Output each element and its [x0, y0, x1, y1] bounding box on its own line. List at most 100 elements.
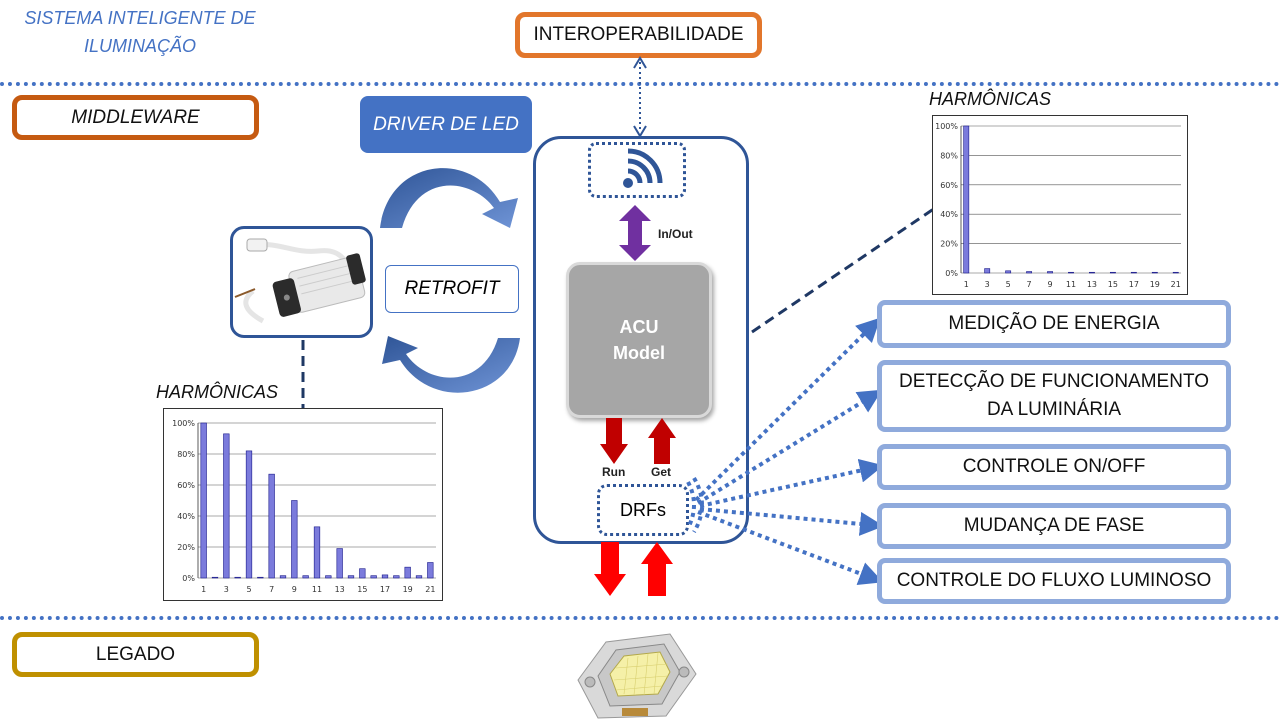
- run-label: Run: [602, 465, 626, 479]
- legacy-box: LEGADO: [12, 632, 259, 677]
- in-out-arrow-icon: [619, 205, 651, 261]
- x-tick-label: 19: [403, 585, 413, 594]
- x-tick-label: 21: [425, 585, 435, 594]
- down-red-arrow-icon: [594, 542, 626, 596]
- harmonic-bar: [268, 473, 275, 579]
- led-driver-device-icon: [234, 238, 366, 324]
- x-tick-label: 7: [1027, 280, 1032, 289]
- harmonic-bar: [211, 576, 219, 579]
- harmonic-bar: [223, 433, 230, 579]
- x-tick-label: 9: [1048, 280, 1053, 289]
- harmonic-bar: [257, 576, 264, 579]
- harmonic-bar: [415, 575, 423, 579]
- harmonic-bar: [1172, 271, 1179, 274]
- function-luminaire-detection: DETECÇÃO DE FUNCIONAMENTO DA LUMINÁRIA: [877, 360, 1231, 432]
- diagram-title: SISTEMA INTELIGENTE DE ILUMINAÇÃO: [24, 8, 256, 56]
- x-tick-label: 15: [1108, 280, 1118, 289]
- y-tick-label: 40%: [177, 512, 195, 521]
- x-tick-label: 3: [985, 280, 990, 289]
- x-tick-label: 5: [246, 585, 251, 594]
- acu-panel: [533, 136, 749, 544]
- harmonic-bar: [1068, 271, 1074, 274]
- retrofit-cycle-arrows: [380, 168, 520, 393]
- retrofit-box: RETROFIT: [385, 265, 519, 313]
- function-energy-measurement: MEDIÇÃO DE ENERGIA: [877, 300, 1231, 348]
- get-label: Get: [651, 465, 672, 479]
- x-tick-label: 7: [269, 585, 274, 594]
- legacy-io-arrows: [594, 542, 673, 596]
- harmonic-bar: [279, 575, 287, 579]
- led-chip-image: [577, 633, 697, 719]
- x-tick-label: 5: [1006, 280, 1011, 289]
- y-tick-label: 80%: [940, 151, 958, 160]
- y-tick-label: 0%: [182, 574, 195, 583]
- x-tick-label: 19: [1150, 280, 1160, 289]
- acu-model-line1: ACU: [619, 317, 659, 337]
- y-tick-label: 60%: [940, 181, 958, 190]
- harmonic-bar: [234, 576, 241, 579]
- wifi-icon: [623, 148, 663, 188]
- harmonic-bar: [404, 566, 411, 579]
- harmonic-bar: [200, 422, 207, 579]
- drfs-box: DRFs: [597, 484, 689, 536]
- harmonic-bar: [1089, 271, 1095, 274]
- harmonic-bar: [291, 500, 298, 579]
- harmonic-bar: [359, 568, 366, 579]
- harmonic-bar: [347, 575, 355, 579]
- acu-model-box: ACU Model: [566, 262, 712, 418]
- y-tick-label: 0%: [945, 269, 958, 278]
- x-tick-label: 13: [335, 585, 345, 594]
- right-chart-title: HARMÔNICAS: [929, 89, 1052, 109]
- harmonic-bar: [245, 450, 253, 579]
- harmonic-bar: [325, 575, 332, 579]
- acu-model-line2: Model: [613, 343, 665, 363]
- harmonic-bar: [336, 548, 343, 579]
- x-tick-label: 11: [1066, 280, 1076, 289]
- function-on-off-control: CONTROLE ON/OFF: [877, 444, 1231, 490]
- wireless-module-frame: [588, 142, 686, 198]
- harmonic-bar: [1109, 271, 1116, 274]
- curved-arrow-bottom-icon: [382, 336, 520, 393]
- x-tick-label: 15: [357, 585, 367, 594]
- harmonic-bar: [1005, 270, 1012, 274]
- harmonic-bar: [963, 125, 970, 274]
- x-tick-label: 21: [1171, 280, 1181, 289]
- curved-arrow-top-icon: [380, 168, 518, 228]
- right-chart-leader: [751, 204, 939, 334]
- x-tick-label: 1: [964, 280, 969, 289]
- driver-de-led-box: DRIVER DE LED: [360, 96, 532, 153]
- harmonic-bar: [1130, 271, 1137, 274]
- x-tick-label: 3: [224, 585, 229, 594]
- left-chart-title: HARMÔNICAS: [156, 382, 279, 402]
- harmonic-bar: [313, 526, 321, 579]
- x-tick-label: 17: [1129, 280, 1139, 289]
- y-tick-label: 20%: [177, 543, 195, 552]
- function-luminous-flux-control: CONTROLE DO FLUXO LUMINOSO: [877, 558, 1231, 604]
- bottom-layer-separator: [0, 616, 1280, 620]
- harmonic-bar: [427, 562, 434, 579]
- y-tick-label: 20%: [940, 240, 958, 249]
- middleware-box: MIDDLEWARE: [12, 95, 259, 140]
- up-red-arrow-icon: [641, 542, 673, 596]
- harmonic-bar: [984, 268, 991, 274]
- harmonic-bar: [1151, 271, 1158, 274]
- interoperability-box: INTEROPERABILIDADE: [515, 12, 762, 58]
- x-tick-label: 9: [292, 585, 297, 594]
- get-arrow-icon: [648, 418, 676, 464]
- y-tick-label: 100%: [172, 419, 195, 428]
- function-phase-change: MUDANÇA DE FASE: [877, 503, 1231, 549]
- led-driver-photo-frame: [230, 226, 373, 338]
- harmonic-bar: [302, 575, 309, 579]
- x-tick-label: 13: [1087, 280, 1097, 289]
- y-tick-label: 80%: [177, 450, 195, 459]
- y-tick-label: 100%: [935, 122, 958, 131]
- x-tick-label: 11: [312, 585, 322, 594]
- run-get-arrows: [600, 418, 676, 464]
- run-arrow-icon: [600, 418, 628, 464]
- harmonic-bar: [370, 575, 377, 579]
